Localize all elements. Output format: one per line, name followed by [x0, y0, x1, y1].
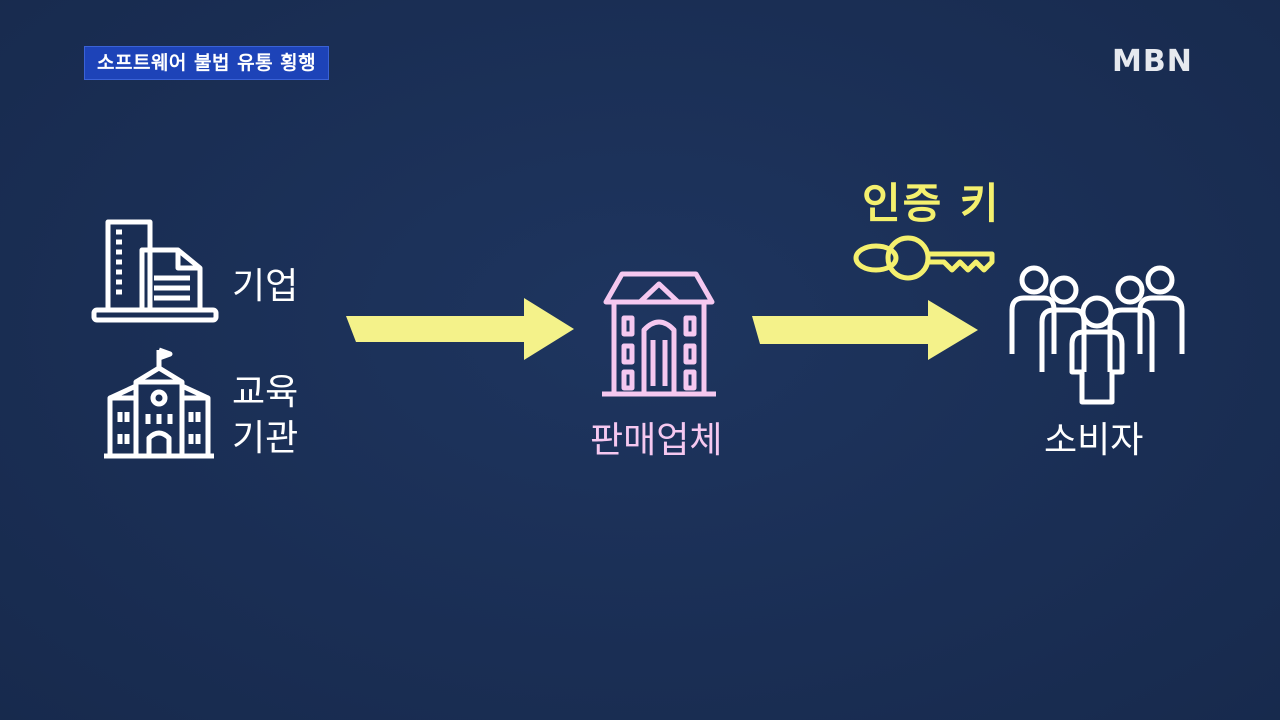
- vendor-label: 판매업체: [590, 420, 723, 461]
- flow-arrow-to-vendor: [346, 298, 574, 360]
- education-label-line2: 기관: [232, 418, 299, 459]
- education-label-line1: 교육: [232, 372, 299, 413]
- key-icon: [853, 235, 995, 281]
- company-label: 기업: [232, 266, 299, 307]
- broadcaster-logo: MBN: [1112, 44, 1193, 79]
- consumers-label: 소비자: [1044, 420, 1144, 461]
- auth-key-label: 인증 키: [862, 179, 1001, 228]
- flow-arrow-to-consumers: [752, 300, 978, 360]
- office-building-icon: [91, 219, 219, 323]
- store-building-icon: [602, 271, 716, 397]
- news-caption: 소프트웨어 불법 유통 횡행: [84, 46, 330, 80]
- people-group-icon: [1009, 265, 1185, 405]
- school-icon: [104, 347, 214, 459]
